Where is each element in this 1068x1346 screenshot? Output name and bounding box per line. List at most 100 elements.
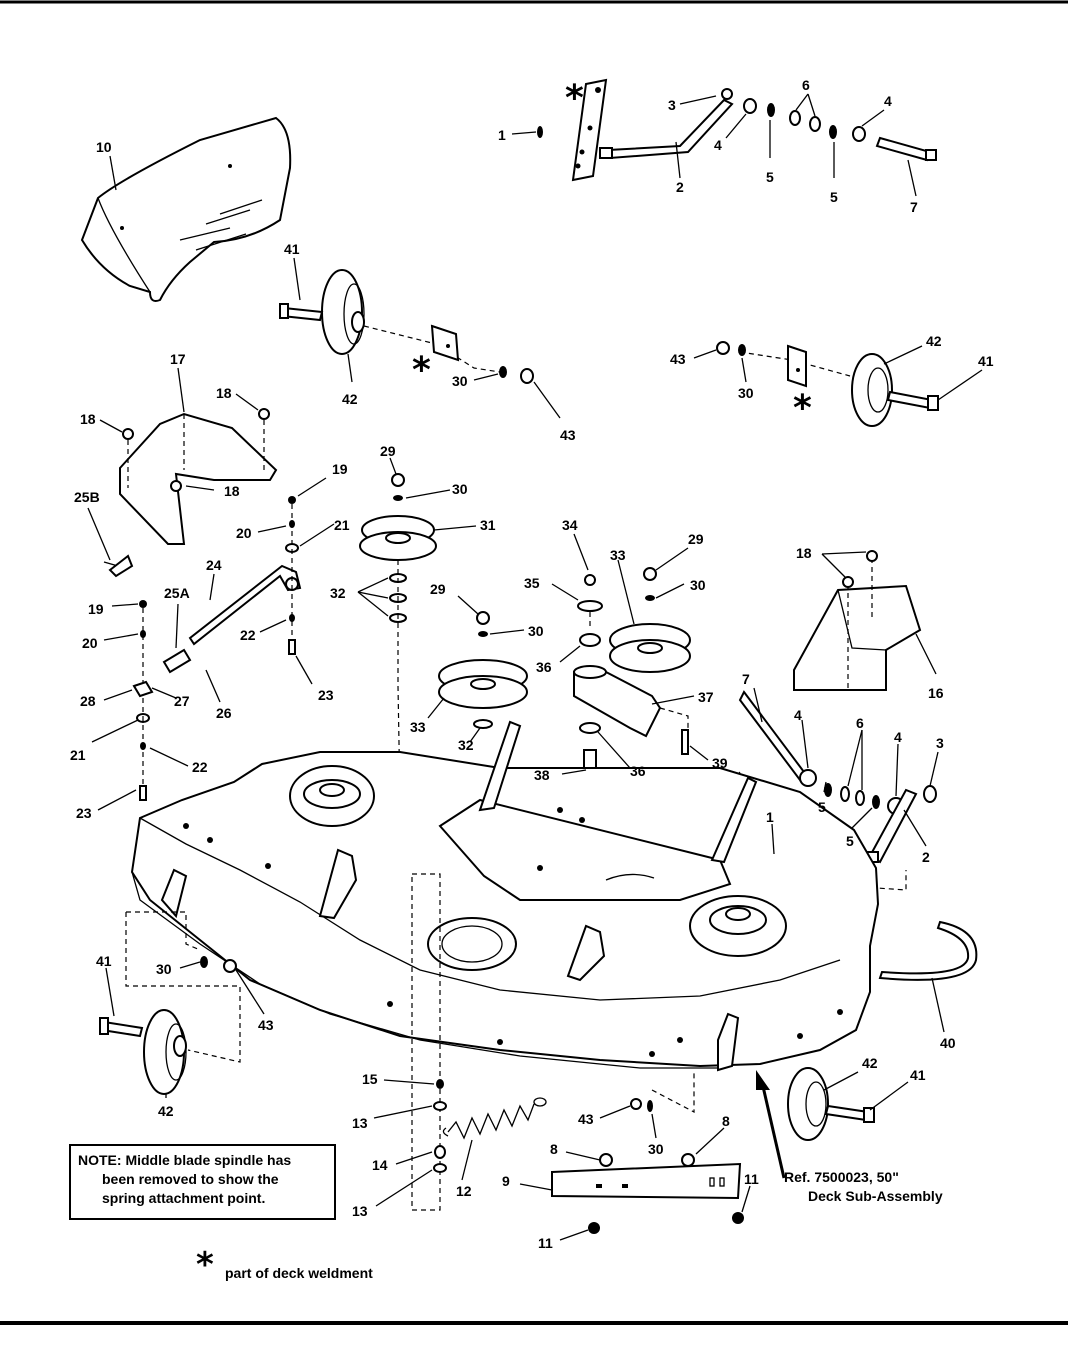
gauge-wheel-left-bottom bbox=[99, 956, 237, 1095]
belt-shield-right bbox=[793, 550, 922, 691]
callout: 16 bbox=[928, 685, 944, 701]
callout: 25B bbox=[74, 489, 100, 505]
mower-deck bbox=[130, 720, 880, 1072]
svg-text:*: * bbox=[565, 78, 584, 119]
reference-line: Deck Sub-Assembly bbox=[808, 1188, 943, 1204]
callout: 41 bbox=[910, 1067, 926, 1083]
callout: 14 bbox=[372, 1157, 388, 1173]
note-line: been removed to show the bbox=[102, 1171, 279, 1187]
callout: 18 bbox=[796, 545, 812, 561]
callout: 43 bbox=[578, 1111, 594, 1127]
callout: 41 bbox=[96, 953, 112, 969]
callout: 43 bbox=[560, 427, 576, 443]
callout: 25A bbox=[164, 585, 190, 601]
small-hardware-top bbox=[537, 98, 937, 162]
callout: 26 bbox=[216, 705, 232, 721]
callout: 5 bbox=[846, 833, 854, 849]
callout: 11 bbox=[744, 1171, 759, 1187]
callout: 13 bbox=[352, 1203, 368, 1219]
callout: 15 bbox=[362, 1071, 378, 1087]
callout: 21 bbox=[334, 517, 350, 533]
callout: 19 bbox=[88, 601, 104, 617]
callout: 8 bbox=[550, 1141, 558, 1157]
callout: 3 bbox=[936, 735, 944, 751]
callout: 5 bbox=[818, 799, 826, 815]
callout: 22 bbox=[192, 759, 208, 775]
callout: 2 bbox=[676, 179, 684, 195]
callout: 29 bbox=[688, 531, 704, 547]
callout: 36 bbox=[630, 763, 646, 779]
callout: 4 bbox=[794, 707, 802, 723]
callout: 43 bbox=[670, 351, 686, 367]
assembly-guides bbox=[125, 873, 695, 1211]
callout: 43 bbox=[258, 1017, 274, 1033]
callout: 20 bbox=[236, 525, 252, 541]
callout: 30 bbox=[690, 577, 706, 593]
callout: 28 bbox=[80, 693, 96, 709]
gauge-wheel-left-top: * bbox=[279, 269, 534, 391]
callout: 40 bbox=[940, 1035, 956, 1051]
callout: 13 bbox=[352, 1115, 368, 1131]
callout: 33 bbox=[410, 719, 426, 735]
callout: 37 bbox=[698, 689, 714, 705]
callout: 17 bbox=[170, 351, 186, 367]
callout: 36 bbox=[536, 659, 552, 675]
callout: 21 bbox=[70, 747, 86, 763]
deck-weld-bracket-top: * bbox=[565, 78, 608, 182]
belt-shield-left bbox=[119, 408, 278, 545]
callout: 5 bbox=[766, 169, 774, 185]
callout: 41 bbox=[978, 353, 994, 369]
center-pulleys bbox=[359, 473, 691, 840]
callout: 11 bbox=[538, 1235, 553, 1251]
callout: 19 bbox=[332, 461, 348, 477]
callout: 1 bbox=[766, 809, 774, 825]
deck-spring bbox=[433, 1079, 547, 1173]
callout: 7 bbox=[910, 199, 918, 215]
callout: 35 bbox=[524, 575, 540, 591]
callout: 27 bbox=[174, 693, 190, 709]
callout: 42 bbox=[158, 1103, 174, 1119]
callout: 34 bbox=[562, 517, 578, 533]
callout: 23 bbox=[318, 687, 334, 703]
gauge-wheel-right-bottom bbox=[787, 1067, 875, 1141]
callout: 30 bbox=[738, 385, 754, 401]
callout: 4 bbox=[894, 729, 902, 745]
callout: 6 bbox=[856, 715, 864, 731]
callout: 18 bbox=[224, 483, 240, 499]
callout: 30 bbox=[528, 623, 544, 639]
idler-hardware-left bbox=[103, 496, 302, 801]
callout: 18 bbox=[216, 385, 232, 401]
callout: 30 bbox=[156, 961, 172, 977]
svg-text:*: * bbox=[412, 350, 431, 391]
callout: 6 bbox=[802, 77, 810, 93]
note-box: NOTE: Middle blade spindle has been remo… bbox=[69, 1144, 336, 1220]
callout-labels: 1 3 4 6 4 5 2 5 7 10 41 42 30 43 43 30 4… bbox=[70, 77, 994, 1251]
callout: 10 bbox=[96, 139, 112, 155]
callout: 9 bbox=[502, 1173, 510, 1189]
callout: 38 bbox=[534, 767, 550, 783]
lift-link-rod-2 bbox=[599, 88, 734, 160]
callout: 1 bbox=[498, 127, 506, 143]
callout: 29 bbox=[430, 581, 446, 597]
svg-text:*: * bbox=[793, 388, 812, 429]
callout: 2 bbox=[922, 849, 930, 865]
callout: 7 bbox=[742, 671, 750, 687]
drive-belt-segment bbox=[878, 920, 978, 981]
callout: 18 bbox=[80, 411, 96, 427]
callout: 22 bbox=[240, 627, 256, 643]
callout: 39 bbox=[712, 755, 728, 771]
callout: 30 bbox=[452, 481, 468, 497]
note-line: NOTE: Middle blade spindle has bbox=[78, 1152, 292, 1168]
asterisk-icon: * bbox=[196, 1245, 214, 1285]
gauge-wheel-right-top: * bbox=[716, 341, 939, 429]
callout: 8 bbox=[722, 1113, 730, 1129]
callout: 32 bbox=[330, 585, 346, 601]
callout: 4 bbox=[884, 93, 892, 109]
callout: 41 bbox=[284, 241, 300, 257]
callout: 30 bbox=[648, 1141, 664, 1157]
discharge-chute bbox=[80, 116, 292, 302]
callout: 31 bbox=[480, 517, 496, 533]
reference-line: Ref. 7500023, 50" bbox=[784, 1169, 899, 1185]
callout: 29 bbox=[380, 443, 396, 459]
